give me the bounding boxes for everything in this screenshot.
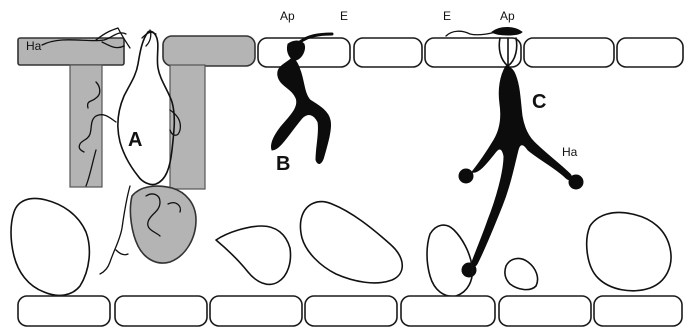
epidermal-cell [524,38,614,67]
haustorium-knob-left [459,169,473,183]
lower-epidermis-layer [18,296,682,326]
mesophyll-cell-small [505,259,538,290]
epidermal-cell [425,38,521,67]
palisade-cell-right [170,65,205,189]
spore-e-right [446,31,496,36]
epidermal-cell [354,38,422,67]
mesophyll-cell-center [301,202,403,283]
label-stage-a: A [128,129,142,151]
lower-epidermal-cell [594,296,682,326]
lower-epidermal-cell [210,296,302,326]
haustorium-knob-right [569,175,583,189]
fungus-body-c [472,66,572,267]
infected-mesophyll-cell [130,186,196,263]
lower-epidermal-cell [305,296,397,326]
fungus-body-b [271,58,330,163]
label-ap-middle: Ap [280,9,295,23]
lower-epidermal-cell [18,296,110,326]
label-stage-c: C [532,91,546,113]
mesophyll-cell-right-1 [427,225,472,296]
label-ha-top-left: Ha [26,39,42,53]
upper-epidermis-layer [18,36,683,67]
lower-epidermal-cell [115,296,207,326]
label-e-right: E [443,9,451,23]
mesophyll-cell-far-right [587,213,671,291]
appressorium-c [492,28,522,36]
hypha-descending-a [100,186,130,274]
label-e-middle: E [340,9,348,23]
lower-epidermal-cell [499,296,591,326]
label-ha-right: Ha [562,145,578,159]
mesophyll-cell-far-left [11,199,89,296]
mesophyll-cell-left-middle [216,226,291,284]
lower-epidermal-cell [401,296,495,326]
label-stage-b: B [276,153,290,175]
epidermal-cell-grey-middle [163,36,255,66]
epidermal-cell [617,38,683,67]
label-ap-right: Ap [500,9,515,23]
spongy-mesophyll-layer [11,199,671,297]
haustorium-knob-bottom [462,263,476,277]
